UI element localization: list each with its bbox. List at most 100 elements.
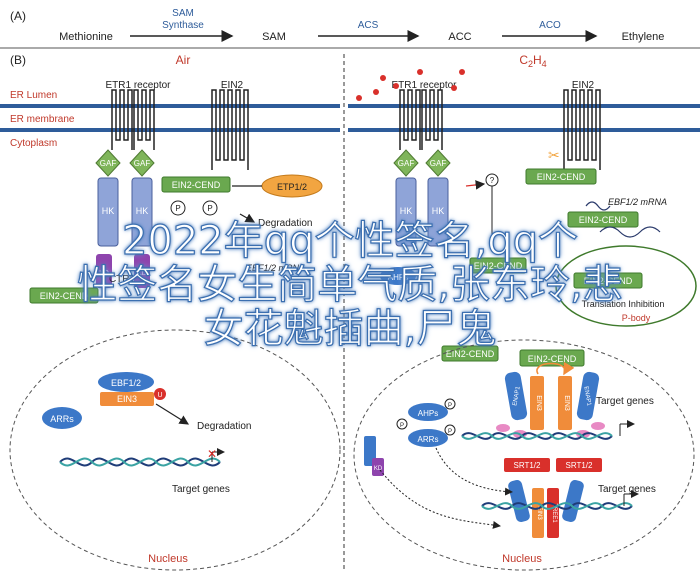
svg-text:P: P	[175, 204, 180, 213]
membrane-bottom-right	[348, 128, 700, 132]
question-mark: ?	[490, 176, 495, 185]
ctr1-kd-left-1: KD	[96, 254, 112, 288]
ein3-lower: EIN3	[532, 488, 544, 538]
node-methionine: Methionine	[59, 31, 113, 43]
ein2-cend-left-top: EIN2-CEND	[161, 176, 231, 193]
svg-text:EIN2-CEND: EIN2-CEND	[172, 180, 221, 190]
orange-cycle-arrow	[536, 361, 575, 376]
panel-a-label-text: (A)	[10, 9, 26, 23]
dna-right-bottom	[481, 490, 639, 510]
ahps-right-2: AHPs	[408, 403, 448, 421]
phosphate-1: P	[170, 200, 186, 216]
enzyme-sam-synthase-1: SAM	[172, 8, 194, 19]
svg-text:ENAP1: ENAP1	[582, 386, 591, 407]
hk-left-2: HK	[131, 177, 153, 247]
enap1-right: ENAP1	[576, 371, 600, 421]
etr1-helix-right-2	[421, 89, 443, 150]
nucleus-label-left: Nucleus	[148, 553, 188, 565]
arrow-degradation-left	[155, 403, 190, 425]
svg-text:HK: HK	[136, 206, 149, 216]
svg-text:HK: HK	[432, 206, 445, 216]
ein2-cend-right-5: EIN2-CEND	[441, 345, 499, 362]
node-ethylene: Ethylene	[622, 31, 665, 43]
p-body-outline	[555, 245, 697, 327]
ein2-cend-right-4: EIN2-CEND	[469, 257, 527, 274]
panel-b-label: (B)	[10, 53, 26, 67]
translation-inhibition-label: Translation Inhibition	[582, 299, 665, 309]
ubiquitin-left: U	[154, 388, 166, 400]
gaf-right-1: GAF	[393, 149, 419, 177]
dna-right-top	[461, 420, 635, 440]
svg-text:SRT1/2: SRT1/2	[566, 461, 594, 470]
srt-1: SRT1/2	[504, 458, 550, 472]
enap1-left: ENAP1	[504, 371, 528, 421]
ein2-cend-right-2: EIN2-CEND	[567, 211, 639, 228]
dotted-arrow-2	[435, 447, 513, 496]
arrs-right: ARRs	[408, 429, 448, 447]
svg-text:ARRs: ARRs	[418, 435, 439, 444]
membrane-top-left	[0, 104, 340, 108]
enap1-lower-right	[562, 479, 584, 523]
svg-text:HK: HK	[400, 206, 413, 216]
svg-text:ENAP1: ENAP1	[512, 385, 521, 406]
ein2-helix-left	[211, 89, 249, 170]
phosphate-unknown	[485, 173, 499, 187]
svg-text:EIN2-CEND: EIN2-CEND	[579, 215, 628, 225]
svg-text:GAF: GAF	[100, 159, 117, 168]
red-arrow-etr	[465, 180, 486, 190]
enzyme-aco: ACO	[539, 20, 561, 31]
svg-text:EBF1/2: EBF1/2	[111, 378, 141, 388]
svg-text:GAF: GAF	[134, 159, 151, 168]
compartment-er-lumen: ER Lumen	[10, 90, 57, 101]
membrane-top-right	[348, 104, 700, 108]
svg-text:EIN3: EIN3	[535, 395, 542, 411]
svg-text:KD: KD	[137, 270, 147, 277]
svg-text:KD: KD	[99, 270, 109, 277]
ein2-cend-right-1: EIN2-CEND	[525, 168, 597, 185]
svg-text:AHPs: AHPs	[388, 273, 408, 282]
svg-text:EIN2-CEND: EIN2-CEND	[40, 291, 89, 301]
p-body-label: P-body	[622, 313, 651, 323]
tree1-lower: TREE1	[547, 488, 559, 538]
phosphate-nucleus: P	[396, 418, 408, 430]
ein3-nuc-2: EIN3	[558, 376, 572, 430]
ahps-right-1: AHPs	[380, 267, 416, 285]
compartment-er-membrane: ER membrane	[10, 114, 75, 125]
target-genes-right-top: Target genes	[596, 396, 654, 407]
svg-text:EIN2-CEND: EIN2-CEND	[474, 261, 523, 271]
etr1-label-left: ETR1 receptor	[105, 80, 171, 91]
hk-left-1: HK	[97, 177, 119, 247]
svg-text:ETP1/2: ETP1/2	[277, 182, 307, 192]
node-sam: SAM	[262, 31, 286, 43]
ein3-left: EIN3	[100, 392, 154, 406]
svg-text:AHPs: AHPs	[418, 409, 438, 418]
degradation-label-left: Degradation	[197, 421, 251, 432]
ebf-mrna-right: EBF1/2 mRNA	[608, 197, 667, 207]
node-acc: ACC	[448, 31, 471, 43]
degradation-arrow	[239, 213, 256, 223]
ein2-cend-right-3: EIN2-CEND	[573, 272, 643, 289]
srt-2: SRT1/2	[556, 458, 602, 472]
ein2-helix-right	[563, 89, 601, 170]
ein2-label-left: EIN2	[221, 80, 244, 91]
svg-text:TREE1: TREE1	[551, 503, 557, 523]
svg-text:P: P	[400, 423, 404, 429]
gaf-right-2: GAF	[425, 149, 451, 177]
dotted-arrow-1	[379, 469, 501, 529]
ethylene-molecules	[356, 69, 465, 101]
etr1-helix-left-2	[133, 89, 155, 150]
enap1-lower-left	[508, 479, 530, 523]
enzyme-acs: ACS	[358, 20, 379, 31]
membrane-bottom-left	[0, 128, 340, 132]
gaf-left-2: GAF	[129, 149, 155, 177]
svg-text:HK: HK	[102, 206, 115, 216]
degradation-label-top: Degradation	[258, 218, 312, 229]
condition-air: Air	[176, 53, 191, 67]
phosphate-2: P	[202, 200, 218, 216]
hk-right-1: HK	[395, 177, 417, 247]
kd-right: KD	[372, 458, 384, 476]
phosphate-ahps: P	[444, 398, 456, 410]
svg-text:U: U	[157, 392, 162, 399]
